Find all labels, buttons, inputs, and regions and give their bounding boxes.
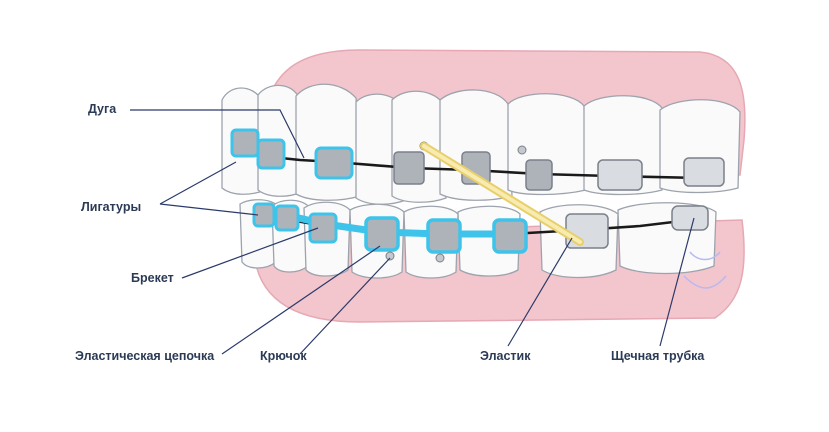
bracket — [597, 159, 643, 191]
label-bracket: Брекет — [131, 271, 174, 285]
bracket — [492, 218, 528, 254]
bracket — [256, 138, 286, 170]
bracket — [393, 151, 425, 185]
upper-tooth — [295, 83, 361, 201]
leader-elastic — [507, 237, 573, 347]
bracket — [308, 212, 338, 244]
label-arch: Дуга — [88, 102, 117, 116]
leader-ligatures — [159, 161, 237, 205]
label-elastic: Эластик — [480, 349, 531, 363]
bracket — [426, 218, 462, 254]
leader-bracket — [181, 227, 319, 279]
upper-brackets — [230, 128, 725, 191]
bracket — [314, 146, 354, 180]
label-elastic-chain: Эластическая цепочка — [75, 349, 215, 363]
hook — [385, 251, 395, 261]
label-hook: Крючок — [260, 349, 307, 363]
bracket — [525, 159, 553, 191]
hook — [517, 145, 527, 155]
bracket — [230, 128, 260, 158]
leader-tube — [659, 217, 695, 347]
hook — [435, 253, 445, 263]
bracket — [274, 204, 300, 232]
label-ligatures: Лигатуры — [81, 200, 142, 214]
leader-ligatures-2 — [159, 203, 259, 216]
elastic-band-highlight — [422, 144, 582, 244]
label-buccal-tube: Щечная трубка — [611, 349, 705, 363]
buccal-tube — [671, 205, 709, 231]
leader-lines — [130, 109, 695, 355]
bracket — [683, 157, 725, 187]
leader-hook — [299, 257, 391, 355]
bracket — [565, 213, 609, 249]
smile-watermark — [683, 251, 727, 289]
leader-chain — [221, 245, 381, 355]
upper-teeth — [221, 83, 741, 205]
lower-brackets — [252, 202, 709, 254]
leader-arch — [130, 109, 305, 159]
upper-tooth — [391, 90, 447, 203]
bracket — [364, 216, 400, 252]
